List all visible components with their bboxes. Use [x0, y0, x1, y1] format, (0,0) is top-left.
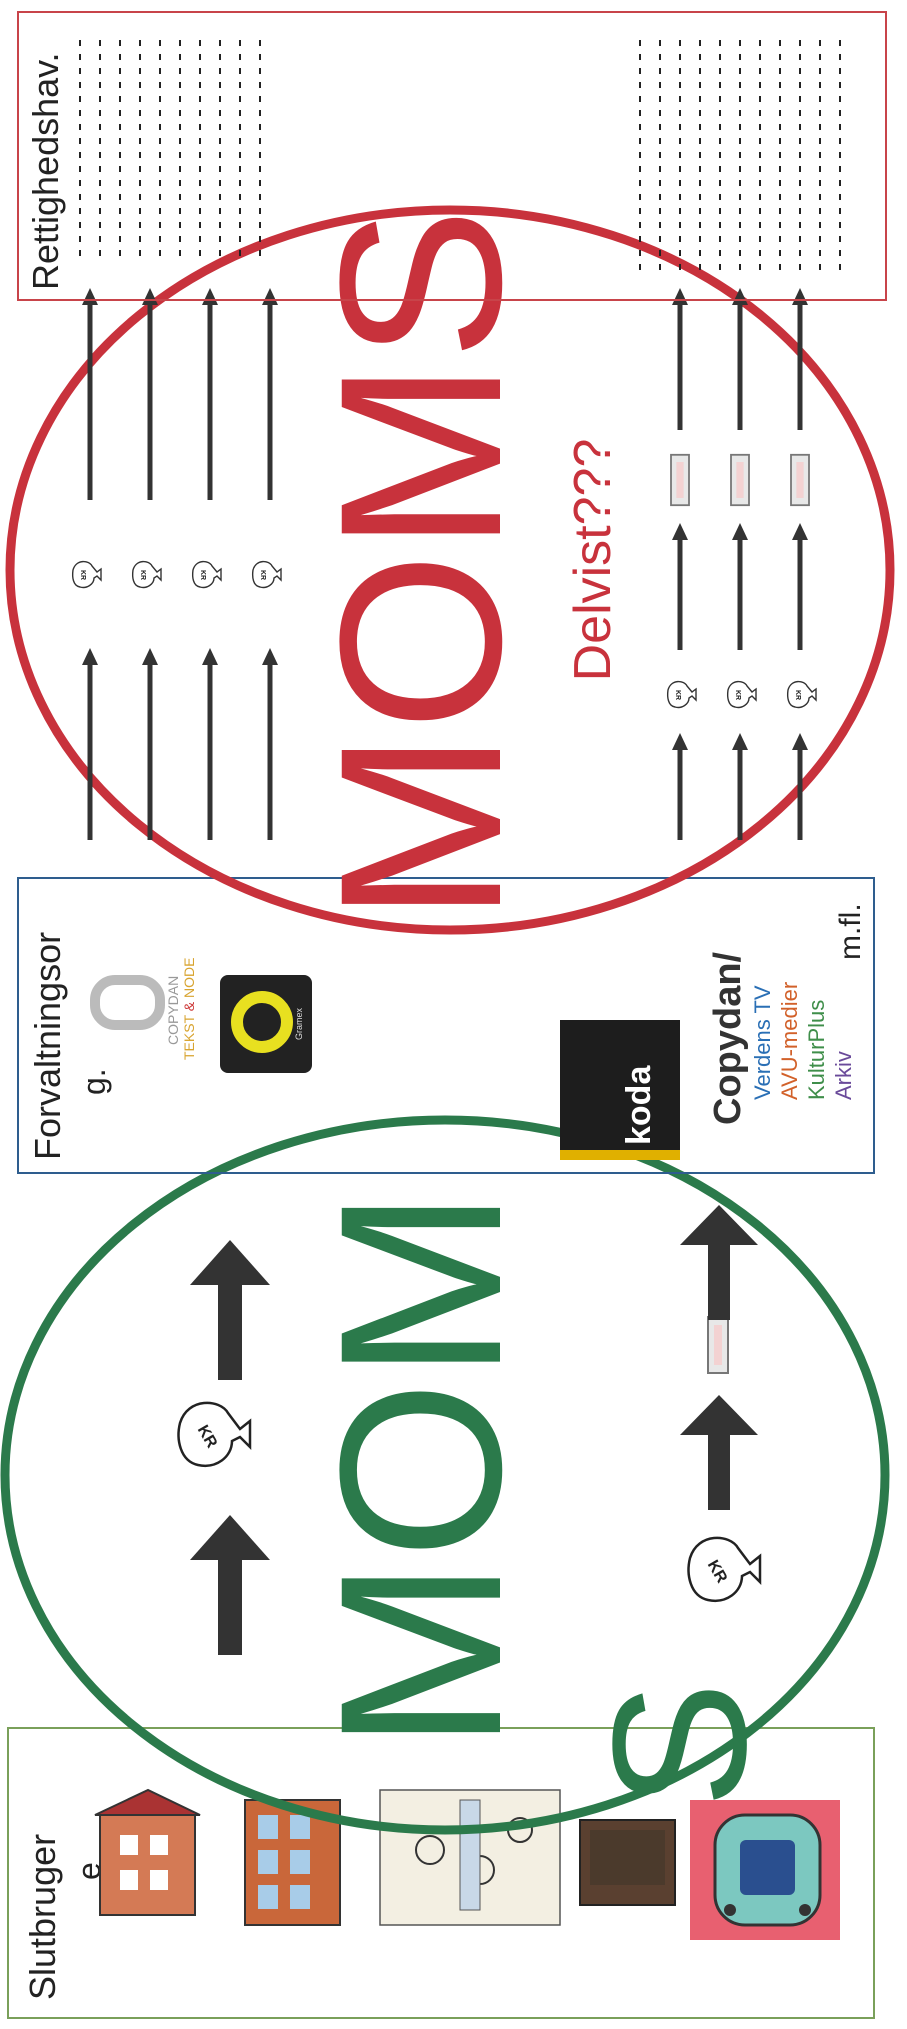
- mfl-label: m.fl.: [834, 903, 867, 960]
- lower-flow-arrow-1: [680, 1395, 758, 1510]
- svg-text:AVU-medier: AVU-medier: [777, 982, 802, 1100]
- money-bag-icon: [131, 560, 162, 589]
- money-bag-icon: [726, 680, 757, 709]
- rights-holders-people-icons: [79, 40, 841, 270]
- moms-label: MOMS: [292, 207, 549, 923]
- moms-circle: [5, 205, 895, 935]
- forvaltning-label: Forvaltningsor: [27, 932, 68, 1160]
- organisation-icon: [707, 1316, 729, 1374]
- upper-flow-arrow-2: [190, 1240, 270, 1380]
- money-bag-icon: [191, 560, 222, 589]
- lower-flow-arrowheads: [672, 288, 808, 750]
- upper-flow-arrow-1: [190, 1515, 270, 1655]
- lower-flow-lines: [677, 300, 803, 840]
- svg-text:Verdens TV: Verdens TV: [750, 985, 775, 1100]
- upper-flow-lines: [87, 300, 273, 840]
- copydan-brands-list: Copydan/ Verdens TV AVU-medier KulturPlu…: [707, 951, 856, 1125]
- slutbruger-label: Slutbruger: [22, 1834, 63, 2000]
- radio-icon: [690, 1800, 840, 1940]
- forvaltning-box: [17, 877, 875, 1174]
- organisation-icon: [730, 453, 750, 507]
- svg-text:Arkiv: Arkiv: [831, 1051, 856, 1100]
- money-bag-icon: [251, 560, 282, 589]
- svg-text:koda: koda: [620, 1065, 658, 1145]
- piano-icon: [579, 1819, 676, 1906]
- organisation-icon: [670, 453, 690, 507]
- slutbruger-box: [7, 1727, 875, 2019]
- lower-flow-arrow-2: [680, 1205, 758, 1320]
- svg-text:TEKST & NODE: TEKST & NODE: [181, 958, 197, 1060]
- svg-text:COPYDAN: COPYDAN: [165, 976, 181, 1045]
- copydan-tekst-node-logo: COPYDAN TEKST & NODE: [90, 958, 197, 1060]
- slutbruger-label-suffix: e: [71, 1862, 107, 1880]
- money-bag-icon: [71, 560, 102, 589]
- library-building-icon: [94, 1788, 201, 1916]
- rettigheds-box: [17, 11, 887, 301]
- concert-scene-icon: [379, 1789, 561, 1926]
- mom-circle: [0, 1115, 890, 1835]
- svg-text:Gramex: Gramex: [294, 1007, 304, 1040]
- money-bag-icon: [666, 680, 697, 709]
- mom-s-label: S: [574, 1682, 786, 1809]
- money-bag-icon: [786, 680, 817, 709]
- svg-text:KulturPlus: KulturPlus: [804, 1000, 829, 1100]
- gramex-logo: Gramex: [220, 975, 312, 1073]
- forvaltning-label-suffix: g.: [76, 1068, 112, 1095]
- koda-logo: koda: [560, 1020, 680, 1160]
- delvist-label: Delvist???: [564, 439, 622, 682]
- rettigheds-label: Rettighedshav.: [25, 53, 66, 290]
- svg-text:Copydan/: Copydan/: [707, 951, 749, 1125]
- organisation-icon: [790, 453, 810, 507]
- money-bag-icon: [177, 1401, 252, 1468]
- mom-label: MOM: [292, 1189, 549, 1751]
- money-bag-icon: [687, 1536, 762, 1603]
